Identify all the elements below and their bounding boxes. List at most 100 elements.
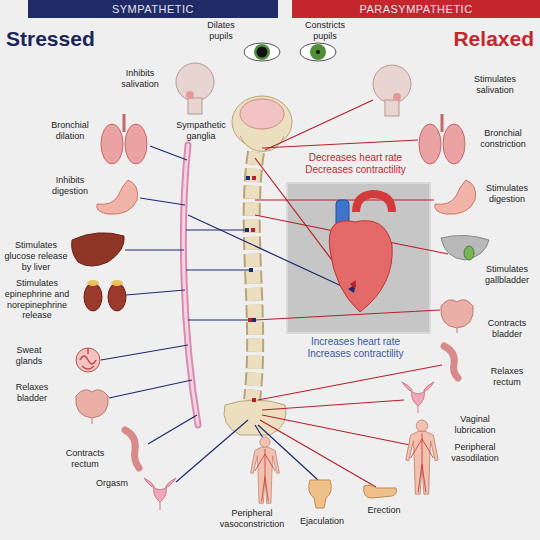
sweat-gland-icon [76, 348, 100, 372]
heart-effect-label: Increases heart rate Increases contracti… [298, 336, 413, 360]
heart-panel [287, 183, 430, 333]
nerve-dot [245, 228, 249, 232]
heart-icon [350, 280, 356, 289]
head-icon [188, 98, 202, 114]
header-bar: SYMPATHETIC [28, 0, 278, 18]
genital-icon [364, 485, 397, 498]
nerve-dot [252, 176, 256, 180]
effect-label: Peripheral vasoconstriction [212, 508, 292, 530]
body-figure [411, 433, 434, 492]
leader-line [101, 146, 348, 482]
structure-label: Sympathetic ganglia [168, 120, 234, 142]
spine [252, 152, 256, 400]
body-figure [406, 431, 438, 494]
bladder-icon [92, 418, 93, 424]
lung-icon [123, 114, 126, 132]
leader-line [260, 420, 376, 487]
stomach-icon [97, 180, 476, 214]
header-text: SYMPATHETIC [112, 3, 194, 15]
leader-line [101, 345, 188, 360]
nerve-dot [251, 228, 255, 232]
eye-icon [244, 43, 280, 61]
nerve-dot [252, 318, 256, 322]
eye-icon [316, 50, 320, 54]
effect-label: Relaxes bladder [4, 382, 60, 404]
state-heading: Relaxed [420, 26, 534, 51]
leader-line [176, 420, 248, 482]
sweat-gland-icon [80, 348, 96, 369]
body-figure [260, 437, 270, 447]
leader-line [255, 310, 440, 320]
heart-effect-label: Decreases heart rate Decreases contracti… [298, 152, 413, 176]
effect-label: Stimulates digestion [478, 183, 536, 205]
body-figure [251, 447, 280, 503]
leader-line [140, 198, 185, 205]
eye-icon [257, 47, 268, 58]
gallbladder-icon [441, 235, 489, 260]
nerve-dot [246, 176, 250, 180]
stomach-icon [97, 180, 138, 214]
bladder-icon [457, 328, 458, 333]
lung-icon [419, 124, 441, 164]
head-icon [186, 91, 194, 99]
effect-label: Stimulates gallbladder [478, 264, 536, 286]
effect-label: Relaxes rectum [478, 366, 536, 388]
nerve-dot [252, 398, 256, 402]
gallbladder-icon [441, 235, 489, 260]
effect-label: Orgasm [92, 478, 132, 489]
genital-icon [309, 480, 397, 508]
head-icon [176, 63, 214, 101]
genital-icon [309, 480, 332, 508]
uterus-icon [160, 502, 161, 510]
kidney-icon [111, 280, 123, 286]
spine [252, 152, 256, 400]
state-heading: Stressed [6, 26, 116, 51]
leader-line [109, 380, 192, 398]
effect-label: Erection [358, 505, 410, 516]
liver-icon [72, 233, 125, 266]
head-icon [176, 63, 411, 116]
bladder-icon [76, 390, 108, 418]
eye-icon [300, 43, 336, 61]
effect-label: Bronchial constriction [470, 128, 536, 150]
leader-line [265, 100, 373, 150]
head-icon [393, 93, 401, 101]
sympathetic-chain [183, 145, 198, 425]
heart-icon [329, 194, 392, 312]
gallbladder-icon [464, 246, 474, 260]
sweat-gland-icon [76, 348, 100, 372]
leader-line [262, 400, 404, 410]
bladder-icon [441, 300, 473, 328]
body-figure [416, 420, 427, 431]
kidney-icon [84, 280, 126, 311]
header-bar: PARASYMPATHETIC [292, 0, 540, 18]
effect-label: Constricts pupils [300, 20, 350, 42]
leader-line [125, 249, 184, 250]
effect-label: Stimulates salivation [460, 74, 530, 96]
uterus-icon [418, 406, 419, 413]
leader-line [255, 425, 263, 438]
effect-label: Sweat glands [4, 345, 54, 367]
uterus-icon [144, 478, 176, 502]
effect-label: Stimulates epinephrine and norepinephrin… [4, 278, 70, 321]
sympathetic-chain [183, 145, 198, 425]
leader-line [150, 146, 187, 160]
uterus-icon [402, 382, 434, 406]
effect-label: Bronchial dilation [40, 120, 100, 142]
effect-label: Contracts bladder [478, 318, 536, 340]
heart-icon [329, 221, 392, 312]
body-figure [251, 420, 439, 503]
liver-icon [72, 233, 125, 266]
leader-line [262, 415, 410, 445]
leader-line [188, 319, 254, 320]
kidney-icon [87, 280, 99, 286]
skull [232, 96, 292, 151]
skull [240, 99, 284, 129]
leader-line [255, 100, 448, 487]
head-icon [373, 65, 411, 103]
lung-icon [101, 114, 465, 164]
heart-panel [287, 183, 430, 333]
body-figure [255, 449, 275, 502]
body-figure [406, 420, 438, 494]
heart-icon [356, 194, 392, 212]
